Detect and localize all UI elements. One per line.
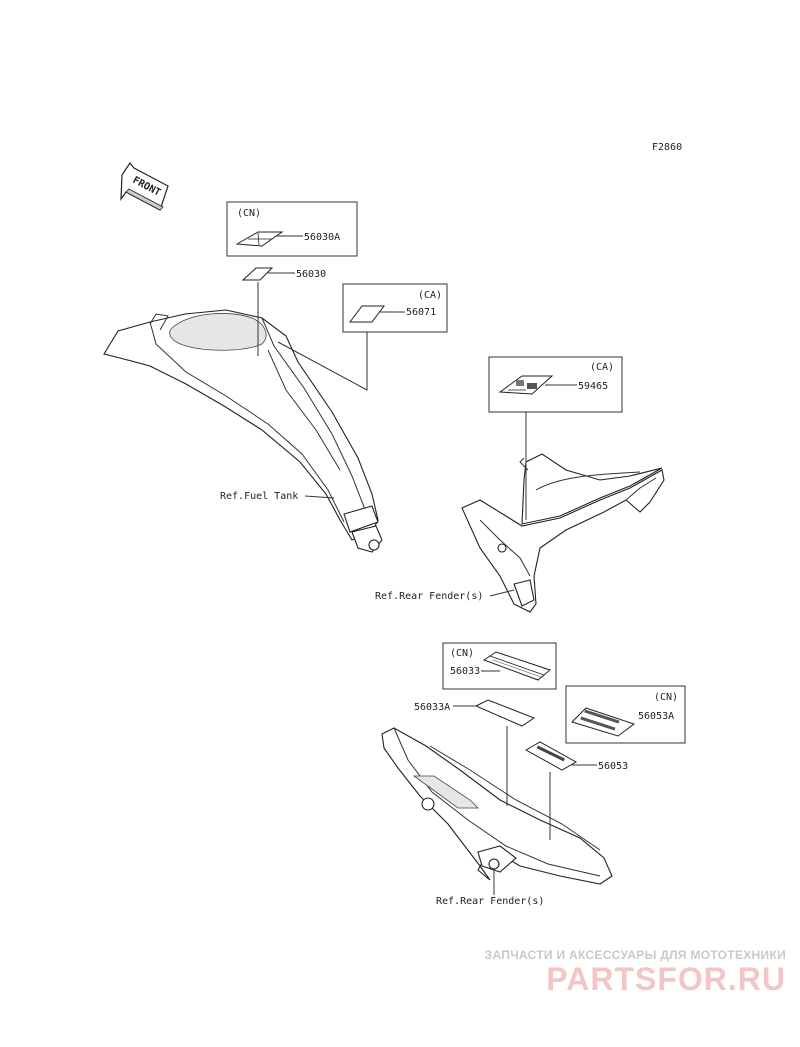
variant-label-cn-2: (CN) — [450, 648, 474, 659]
decal-56053A-shape — [571, 707, 636, 737]
decal-56033A-shape — [474, 699, 536, 727]
callout-box-56030A — [226, 201, 358, 257]
callout-box-56071 — [342, 283, 448, 333]
decal-56030-shape — [241, 267, 274, 281]
part-number-56030: 56030 — [296, 269, 326, 280]
variant-label-cn-3: (CN) — [654, 692, 678, 703]
front-arrow-icon: FRONT — [120, 161, 169, 211]
callout-box-56033 — [442, 642, 557, 690]
watermark-tagline: ЗАПЧАСТИ И АКСЕССУАРЫ ДЛЯ МОТОТЕХНИКИ — [484, 948, 786, 962]
ref-fuel-tank-label: Ref.Fuel Tank — [220, 491, 298, 502]
part-number-56053A: 56053A — [638, 711, 674, 722]
ref-rear-fender-label-1: Ref.Rear Fender(s) — [375, 591, 483, 602]
part-number-56033A: 56033A — [414, 702, 450, 713]
decal-56053-shape — [524, 741, 578, 771]
callout-box-59465 — [488, 356, 623, 413]
decal-56033-shape — [482, 651, 552, 681]
fuel-tank-cover — [103, 309, 383, 553]
rear-fender-upper — [461, 453, 665, 613]
watermark: ЗАПЧАСТИ И АКСЕССУАРЫ ДЛЯ МОТОТЕХНИКИ PA… — [485, 948, 786, 996]
variant-label-ca-2: (CA) — [590, 362, 614, 373]
ref-rear-fender-label-2: Ref.Rear Fender(s) — [436, 896, 544, 907]
figure-code: F2860 — [652, 142, 682, 153]
decal-56071-shape — [349, 305, 385, 323]
part-number-59465: 59465 — [578, 381, 608, 392]
watermark-brand: PARTSFOR.RU — [546, 961, 786, 997]
part-number-56053: 56053 — [598, 761, 628, 772]
decal-56030A-shape — [235, 231, 284, 247]
part-number-56030A: 56030A — [304, 232, 340, 243]
chain-cover — [381, 727, 613, 885]
callout-box-56053A — [565, 685, 686, 744]
variant-label-ca: (CA) — [418, 290, 442, 301]
part-number-56071: 56071 — [406, 307, 436, 318]
decal-59465-shape — [498, 375, 554, 395]
part-number-56033: 56033 — [450, 666, 480, 677]
variant-label-cn: (CN) — [237, 208, 261, 219]
